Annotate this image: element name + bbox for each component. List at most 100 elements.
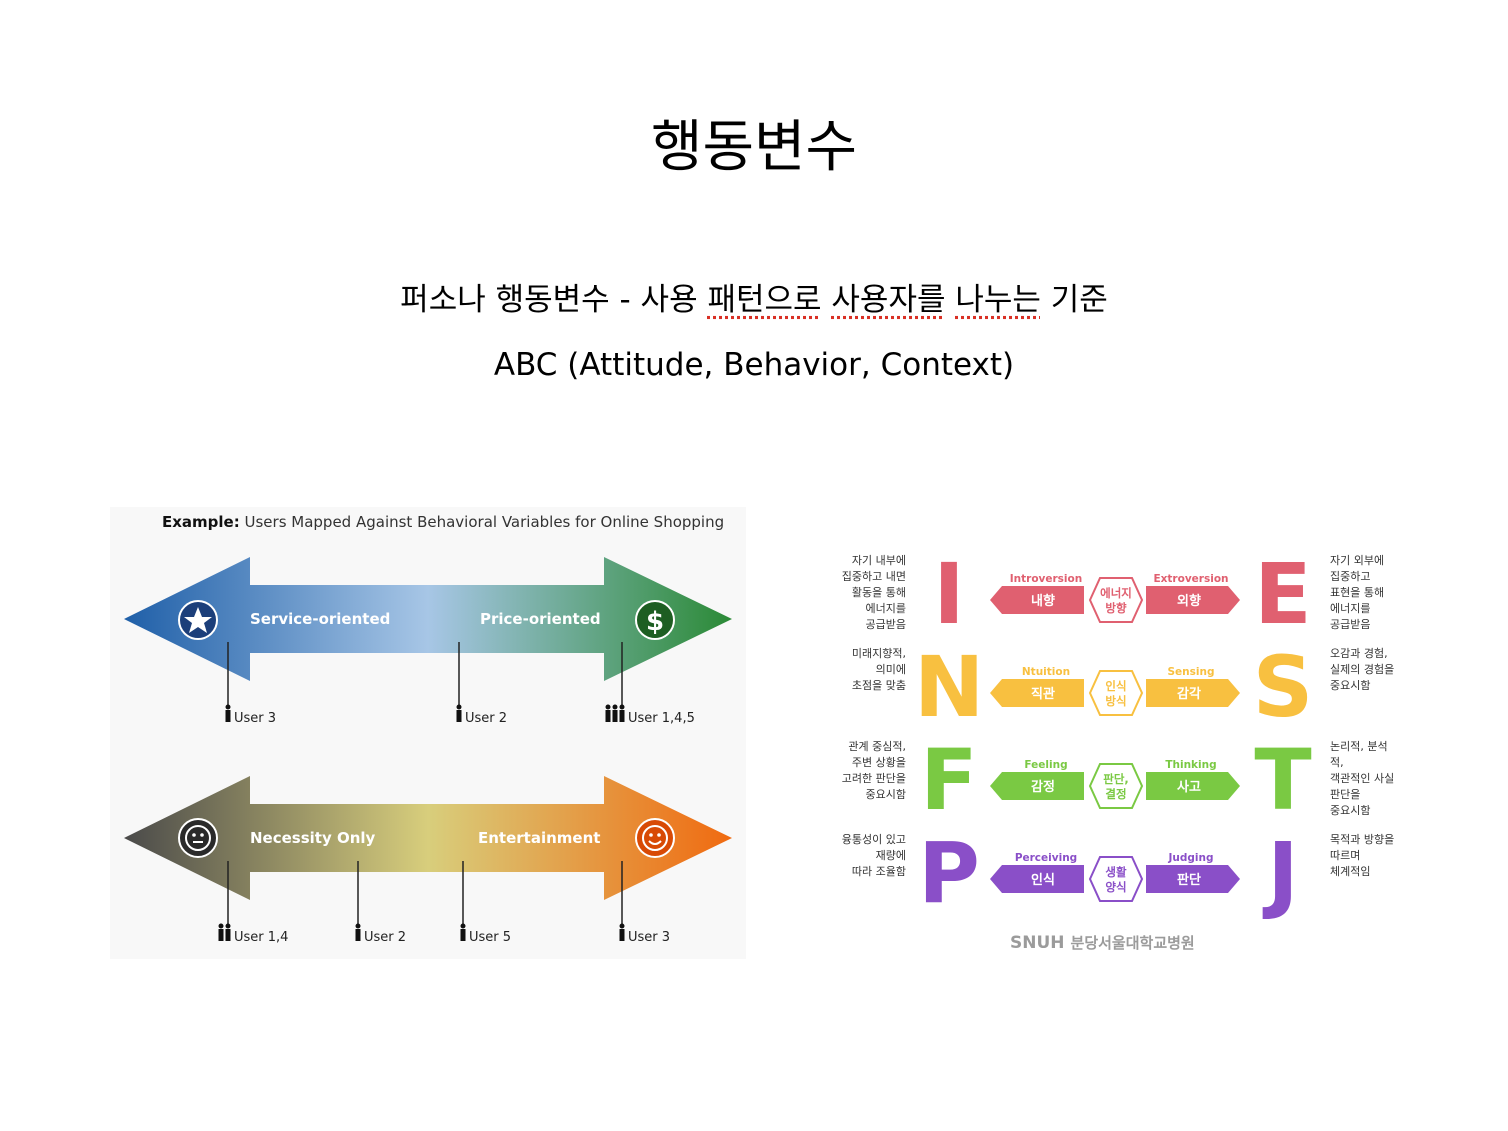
axis2-right-label: Entertainment xyxy=(478,829,600,847)
example-title-rest: Users Mapped Against Behavioral Variable… xyxy=(239,513,725,531)
mbti-center-line2: 방식 xyxy=(1105,694,1126,708)
mbti-center-hex xyxy=(1088,577,1144,623)
example-title: Example: Users Mapped Against Behavioral… xyxy=(162,513,724,531)
slide-title: 행동변수 xyxy=(650,115,858,180)
subtitle-mark-3: 나누는 xyxy=(955,282,1041,318)
mbti-left-en: Ntuition xyxy=(1022,666,1070,678)
mbti-center-line1: 인식 xyxy=(1105,679,1126,693)
axis2-arrow xyxy=(124,776,732,900)
mbti-right-ko: 판단 xyxy=(1177,872,1201,888)
mbti-right-desc: 목적과 방향을 따르며 체계적임 xyxy=(1330,833,1395,878)
mbti-right-desc: 오감과 경험, 실제의 경험을 중요시함 xyxy=(1330,647,1395,692)
snuh-brand-text: SNUH xyxy=(1010,933,1065,953)
mbti-left-en: Perceiving xyxy=(1015,852,1077,864)
mbti-left-desc: 자기 내부에 집중하고 내면 활동을 통해 에너지를 공급받음 xyxy=(841,554,906,631)
mbti-left-arrow xyxy=(990,865,1084,893)
mbti-left-desc: 융통성이 있고 재량에 따라 조율함 xyxy=(841,833,906,878)
mbti-right-ko: 감각 xyxy=(1177,687,1201,702)
mbti-center-line1: 판단, xyxy=(1103,772,1129,786)
mbti-right-desc: 논리적, 분석적, 객관적인 사실 판단을 중요시함 xyxy=(1330,740,1395,817)
axis1-user-marker-label: User 1,4,5 xyxy=(628,711,695,726)
mbti-right-letter: E xyxy=(1254,545,1312,643)
mbti-right-arrow xyxy=(1146,679,1240,707)
mbti-center-line2: 결정 xyxy=(1105,787,1126,801)
abc-line: ABC (Attitude, Behavior, Context) xyxy=(493,347,1015,383)
subtitle-mark-2: 사용자를 xyxy=(831,282,946,318)
axis2-user-marker-label: User 2 xyxy=(364,930,406,945)
mbti-right-en: Judging xyxy=(1167,852,1213,864)
mbti-right-arrow xyxy=(1146,865,1240,893)
mbti-left-ko: 직관 xyxy=(1031,686,1055,702)
mbti-center-line1: 에너지 xyxy=(1100,586,1132,600)
mbti-right-desc: 자기 외부에 집중하고 표현을 통해 에너지를 공급받음 xyxy=(1330,554,1385,631)
mbti-right-ko: 외향 xyxy=(1177,593,1201,609)
axis2-user-marker: User 5 xyxy=(460,861,511,945)
example-title-bold: Example: xyxy=(162,513,240,531)
smiley-face-icon xyxy=(635,818,675,858)
axis1-right-label: Price-oriented xyxy=(480,610,601,628)
mbti-left-arrow xyxy=(990,586,1084,614)
star-icon xyxy=(178,600,218,640)
mbti-right-en: Thinking xyxy=(1165,759,1216,771)
mbti-left-letter: P xyxy=(918,824,980,922)
axis1-left-label: Service-oriented xyxy=(250,610,390,628)
axis1-user-marker-label: User 2 xyxy=(465,711,507,726)
axis1-user-marker: User 1,4,5 xyxy=(605,642,695,726)
axis2-user-markers: User 1,4 User 2 User 5 User 3 xyxy=(218,861,670,945)
mbti-left-letter: I xyxy=(933,545,965,643)
dollar-icon: $ xyxy=(635,600,675,640)
snuh-brand-logo: SNUH 분당서울대학교병원 xyxy=(1010,932,1195,953)
arrows-svg: $ Service-oriented Price-oriented Necess… xyxy=(124,557,732,945)
mbti-left-arrow xyxy=(990,679,1084,707)
mbti-right-letter: T xyxy=(1254,731,1312,829)
mbti-axis: Feeling Thinking 감정 사고 판단,결정 xyxy=(990,759,1240,809)
svg-text:$: $ xyxy=(646,607,664,637)
mbti-center-hex xyxy=(1088,670,1144,716)
mbti-right-letter: S xyxy=(1252,638,1314,736)
axis2-user-marker: User 2 xyxy=(355,861,406,945)
behavioral-variables-figure: $ Service-oriented Price-oriented Necess… xyxy=(110,507,746,959)
axis2-user-marker: User 3 xyxy=(619,861,670,945)
mbti-center-hex xyxy=(1088,856,1144,902)
mbti-right-en: Sensing xyxy=(1168,666,1215,678)
mbti-right-arrow xyxy=(1146,772,1240,800)
mbti-left-ko: 내향 xyxy=(1031,593,1055,609)
mbti-right-arrow xyxy=(1146,586,1240,614)
subtitle-suffix: 기준 xyxy=(1040,282,1108,318)
snuh-brand-korean: 분당서울대학교병원 xyxy=(1070,934,1195,952)
mbti-right-en: Extroversion xyxy=(1153,573,1228,585)
mbti-left-arrow xyxy=(990,772,1084,800)
mbti-left-letter: N xyxy=(914,638,985,736)
mbti-left-en: Feeling xyxy=(1024,759,1067,771)
axis2-user-marker-label: User 3 xyxy=(628,930,670,945)
subtitle-mark-1: 패턴으로 xyxy=(707,282,822,318)
axis1-user-marker: User 3 xyxy=(225,642,276,726)
axis1-arrow xyxy=(124,557,732,681)
axis2-user-marker: User 1,4 xyxy=(218,861,288,945)
mbti-right-ko: 사고 xyxy=(1177,779,1201,795)
mbti-center-line2: 방향 xyxy=(1105,601,1127,615)
mbti-center-hex xyxy=(1088,763,1144,809)
axis1-user-marker-label: User 3 xyxy=(234,711,276,726)
mbti-left-letter: F xyxy=(920,731,978,829)
axis2-left-label: Necessity Only xyxy=(250,829,376,847)
subtitle-prefix: 퍼소나 행동변수 - 사용 xyxy=(400,282,708,318)
slide-subtitle: 퍼소나 행동변수 - 사용 패턴으로 사용자를 나누는 기준 xyxy=(0,280,1508,320)
mbti-left-ko: 감정 xyxy=(1031,779,1055,795)
neutral-face-icon xyxy=(178,818,218,858)
mbti-right-letter: J xyxy=(1267,824,1299,922)
mbti-center-line1: 생활 xyxy=(1105,865,1127,879)
mbti-center-line2: 양식 xyxy=(1105,880,1126,894)
axis2-user-marker-label: User 1,4 xyxy=(234,930,288,945)
mbti-left-en: Introversion xyxy=(1010,573,1082,585)
axis1-user-markers: User 3 User 2 User 1,4,5 xyxy=(225,642,695,726)
axis2-user-marker-label: User 5 xyxy=(469,930,511,945)
mbti-left-ko: 인식 xyxy=(1031,872,1055,888)
axis1-user-marker: User 2 xyxy=(456,642,507,726)
mbti-left-desc: 미래지향적, 의미에 초점을 맞춤 xyxy=(851,647,906,692)
mbti-left-desc: 관계 중심적, 주변 상황을 고려한 판단을 중요시함 xyxy=(841,740,906,801)
